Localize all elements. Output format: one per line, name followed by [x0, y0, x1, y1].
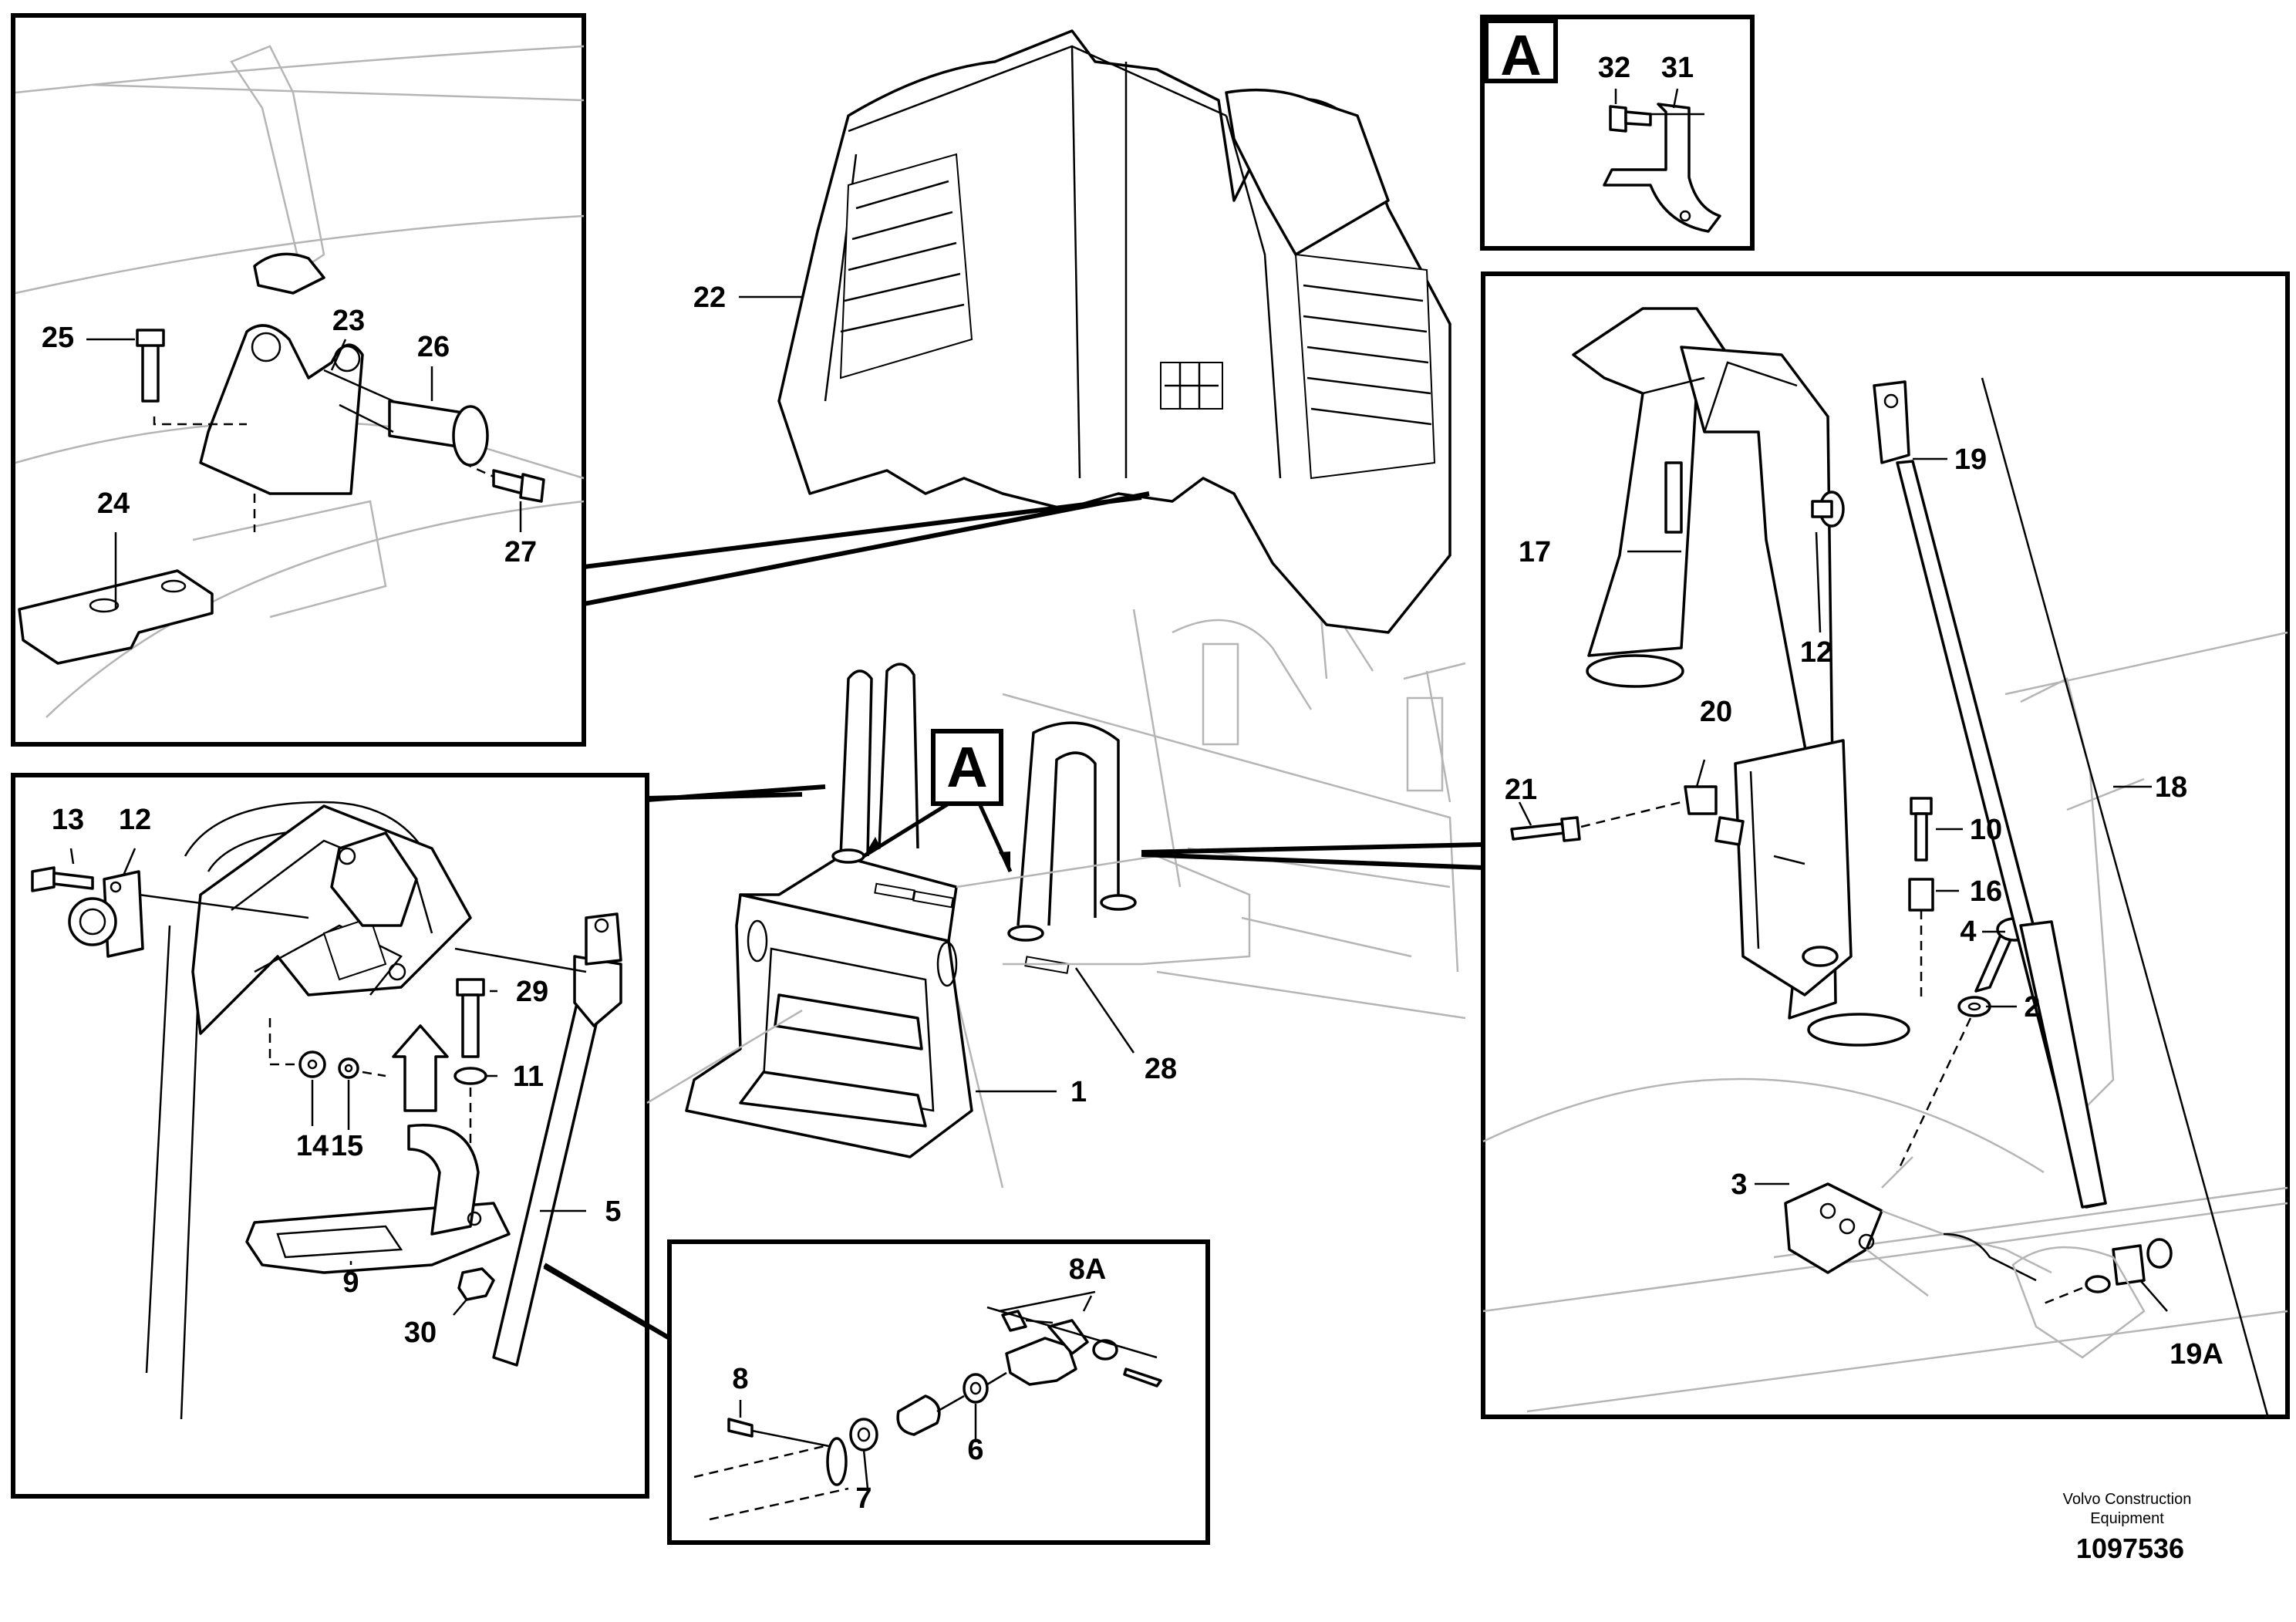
callout-27: 27 [504, 536, 537, 568]
callout-5: 5 [605, 1195, 621, 1228]
callout-24: 24 [97, 487, 130, 520]
callout-30: 30 [404, 1317, 437, 1349]
detail-a-box-letter: A [1500, 23, 1541, 87]
callout-8: 8 [732, 1363, 748, 1395]
detail-box-bottom [543, 1239, 1210, 1545]
main-assembly: A [685, 29, 1466, 1189]
callout-3: 3 [1731, 1168, 1747, 1201]
callout-13: 13 [52, 804, 84, 836]
callout-12-right: 12 [1800, 636, 1832, 669]
maker-line-1: Volvo Construction [2063, 1491, 2192, 1508]
callout-23: 23 [332, 305, 365, 337]
canopy-22 [777, 29, 1451, 634]
callout-labels: 22 1 28 25 23 26 24 27 32 31 17 12 20 21… [42, 52, 2224, 1515]
callout-26: 26 [417, 331, 450, 363]
callout-1: 1 [1070, 1076, 1087, 1108]
callout-8a: 8A [1069, 1253, 1107, 1286]
detail-box-a: A [1480, 15, 1755, 251]
step-assembly-1 [685, 663, 1251, 1158]
callout-10: 10 [1970, 814, 2002, 846]
callout-14: 14 [296, 1130, 329, 1162]
callout-22: 22 [693, 282, 726, 314]
callout-16: 16 [1970, 875, 2002, 908]
callout-32: 32 [1598, 52, 1630, 84]
detail-box-right [1141, 271, 2290, 1419]
callout-19: 19 [1954, 443, 1987, 476]
callout-12-left: 12 [119, 804, 151, 836]
callout-29: 29 [516, 976, 548, 1008]
callout-2: 2 [2024, 991, 2040, 1023]
callout-6: 6 [967, 1434, 983, 1466]
detail-a-letter: A [946, 735, 987, 799]
callout-17: 17 [1519, 536, 1551, 568]
callout-21: 21 [1505, 774, 1537, 806]
callout-18: 18 [2155, 771, 2187, 804]
maker-line-2: Equipment [2090, 1510, 2164, 1527]
callout-28: 28 [1145, 1053, 1177, 1085]
drawing-footer: Volvo Construction Equipment 1097536 [2063, 1491, 2192, 1564]
callout-7: 7 [855, 1482, 872, 1515]
drawing-number: 1097536 [2076, 1533, 2184, 1564]
callout-15: 15 [331, 1130, 363, 1162]
callout-11: 11 [513, 1061, 544, 1093]
callout-20: 20 [1700, 696, 1732, 728]
callout-19a: 19A [2170, 1338, 2224, 1371]
detail-box-left [11, 773, 826, 1499]
callout-25: 25 [42, 322, 74, 354]
callout-31: 31 [1661, 52, 1694, 84]
callout-9: 9 [342, 1266, 359, 1299]
callout-4: 4 [1960, 916, 1976, 948]
detail-a-marker: A [862, 729, 1013, 873]
detail-box-top-left [11, 13, 1150, 747]
